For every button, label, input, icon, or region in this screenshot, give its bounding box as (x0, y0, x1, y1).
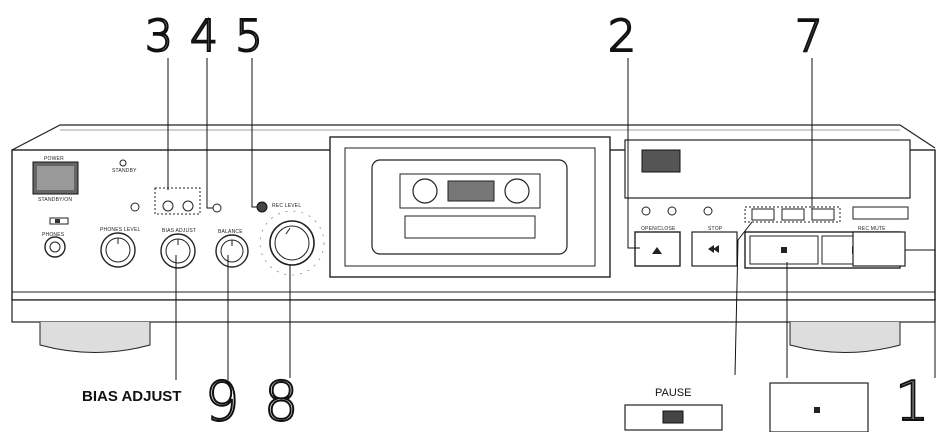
label-standby-on: STANDBY/ON (38, 197, 73, 203)
label-phones: PHONES (42, 232, 65, 238)
bias-adjust-caption: BIAS ADJUST (82, 388, 182, 405)
callout-4: 4 (189, 11, 219, 62)
base-plate (11, 299, 936, 323)
callout-9: 9 (204, 370, 240, 433)
button-4 (212, 203, 222, 213)
pause-caption: PAUSE (655, 387, 692, 399)
callout-7: 7 (794, 11, 824, 62)
label-phones-level: PHONES LEVEL (100, 227, 141, 233)
mpx-filter-group (154, 187, 201, 215)
callout-3: 3 (144, 11, 174, 62)
label-power: POWER (44, 156, 64, 162)
callout-2: 2 (607, 11, 637, 62)
rec-level-scale (259, 210, 325, 276)
label-rec-level: REC LEVEL (272, 203, 302, 209)
rec-mute-button (852, 231, 906, 267)
callout-1: 1 (894, 370, 930, 433)
rewind-button (691, 231, 738, 267)
left-reel (412, 178, 438, 204)
left-foot (39, 322, 151, 353)
monitor-button (130, 202, 140, 212)
label-rec-mute: REC MUTE (858, 226, 886, 232)
counter-display (641, 149, 681, 173)
standby-led (119, 159, 127, 167)
label-open-close: OPEN/CLOSE (641, 226, 676, 232)
label-standby: STANDBY (112, 168, 137, 174)
right-reel (504, 178, 530, 204)
leader-lines (167, 58, 936, 380)
mpx-button-1 (162, 200, 174, 212)
label-balance: BALANCE (218, 229, 243, 235)
right-foot (789, 322, 901, 353)
mpx-button-2 (182, 200, 194, 212)
label-bias-adjust: BIAS ADJUST (162, 228, 197, 234)
callout-5: 5 (234, 11, 264, 62)
button-5 (256, 201, 268, 213)
callout-8: 8 (263, 370, 299, 433)
label-stop: STOP (708, 226, 723, 232)
